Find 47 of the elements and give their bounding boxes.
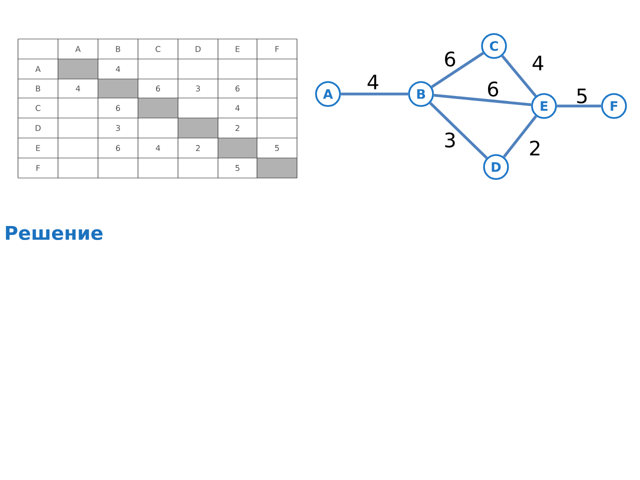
distance-value: 5 — [236, 165, 240, 171]
distance-value: 6 — [116, 144, 120, 152]
edge-label: 6 — [486, 80, 500, 98]
graph-vertex: D — [483, 154, 509, 180]
edge-label: 4 — [530, 54, 546, 72]
distance-value: 2 — [196, 145, 200, 151]
edge-label: 4 — [366, 74, 380, 90]
graph-vertex: C — [481, 33, 507, 59]
column-header: B — [116, 46, 120, 52]
row-header: C — [36, 104, 40, 112]
graph-vertex: B — [408, 81, 434, 107]
column-header: C — [156, 46, 160, 52]
graph-vertex: E — [531, 93, 557, 119]
distance-value: 4 — [235, 105, 240, 111]
graph-edge — [556, 104, 602, 108]
edge-label: 3 — [442, 131, 458, 149]
graph-edge — [431, 52, 484, 88]
column-header: A — [75, 46, 81, 52]
row-header: D — [36, 125, 41, 131]
distance-value: 4 — [156, 145, 160, 151]
row-header: F — [36, 165, 40, 171]
distance-value: 4 — [76, 86, 80, 92]
distance-value: 3 — [116, 124, 120, 132]
edge-label: 6 — [442, 50, 458, 68]
graph-vertex: A — [315, 81, 341, 107]
graph-edge — [429, 102, 488, 159]
graph-edge — [502, 115, 538, 158]
distance-value: 3 — [196, 85, 200, 92]
graph-edge — [434, 94, 532, 106]
row-header: E — [36, 145, 40, 151]
column-header: E — [236, 46, 240, 52]
column-header: D — [196, 46, 201, 52]
graph-edge — [340, 92, 408, 96]
distance-value: 4 — [116, 66, 120, 72]
distance-value: 6 — [156, 85, 160, 92]
distance-value: 2 — [236, 125, 240, 131]
distance-value: 5 — [275, 145, 279, 151]
edge-label: 2 — [528, 140, 542, 156]
edge-label: 5 — [574, 88, 590, 104]
distance-value: 6 — [116, 104, 120, 112]
column-header: F — [275, 46, 279, 52]
section-heading: Решение — [6, 226, 102, 240]
distance-value: 6 — [236, 85, 240, 92]
graph-edge — [501, 55, 537, 97]
row-header: B — [36, 86, 40, 92]
graph-vertex: F — [601, 93, 627, 119]
row-header: A — [35, 66, 41, 72]
